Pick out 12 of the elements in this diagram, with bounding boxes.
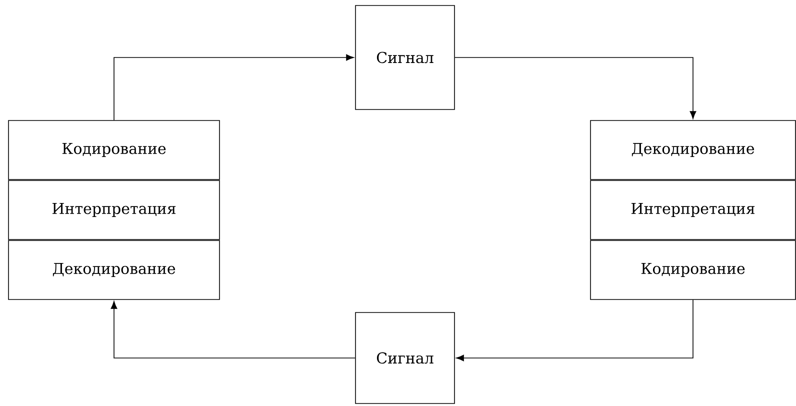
arrow bbox=[114, 54, 354, 120]
arrow bbox=[456, 299, 694, 362]
text-box: Сигнал bbox=[355, 5, 455, 110]
text-box: Интерпретация bbox=[8, 180, 220, 240]
arrow bbox=[454, 57, 696, 119]
text-box: Интерпретация bbox=[590, 180, 796, 240]
arrow bbox=[110, 301, 356, 358]
text-box: Декодирование bbox=[590, 120, 796, 180]
text-box: Кодирование bbox=[8, 120, 220, 180]
text-box: Кодирование bbox=[590, 240, 796, 300]
text-box: Декодирование bbox=[8, 240, 220, 300]
text-box: Сигнал bbox=[355, 312, 455, 404]
